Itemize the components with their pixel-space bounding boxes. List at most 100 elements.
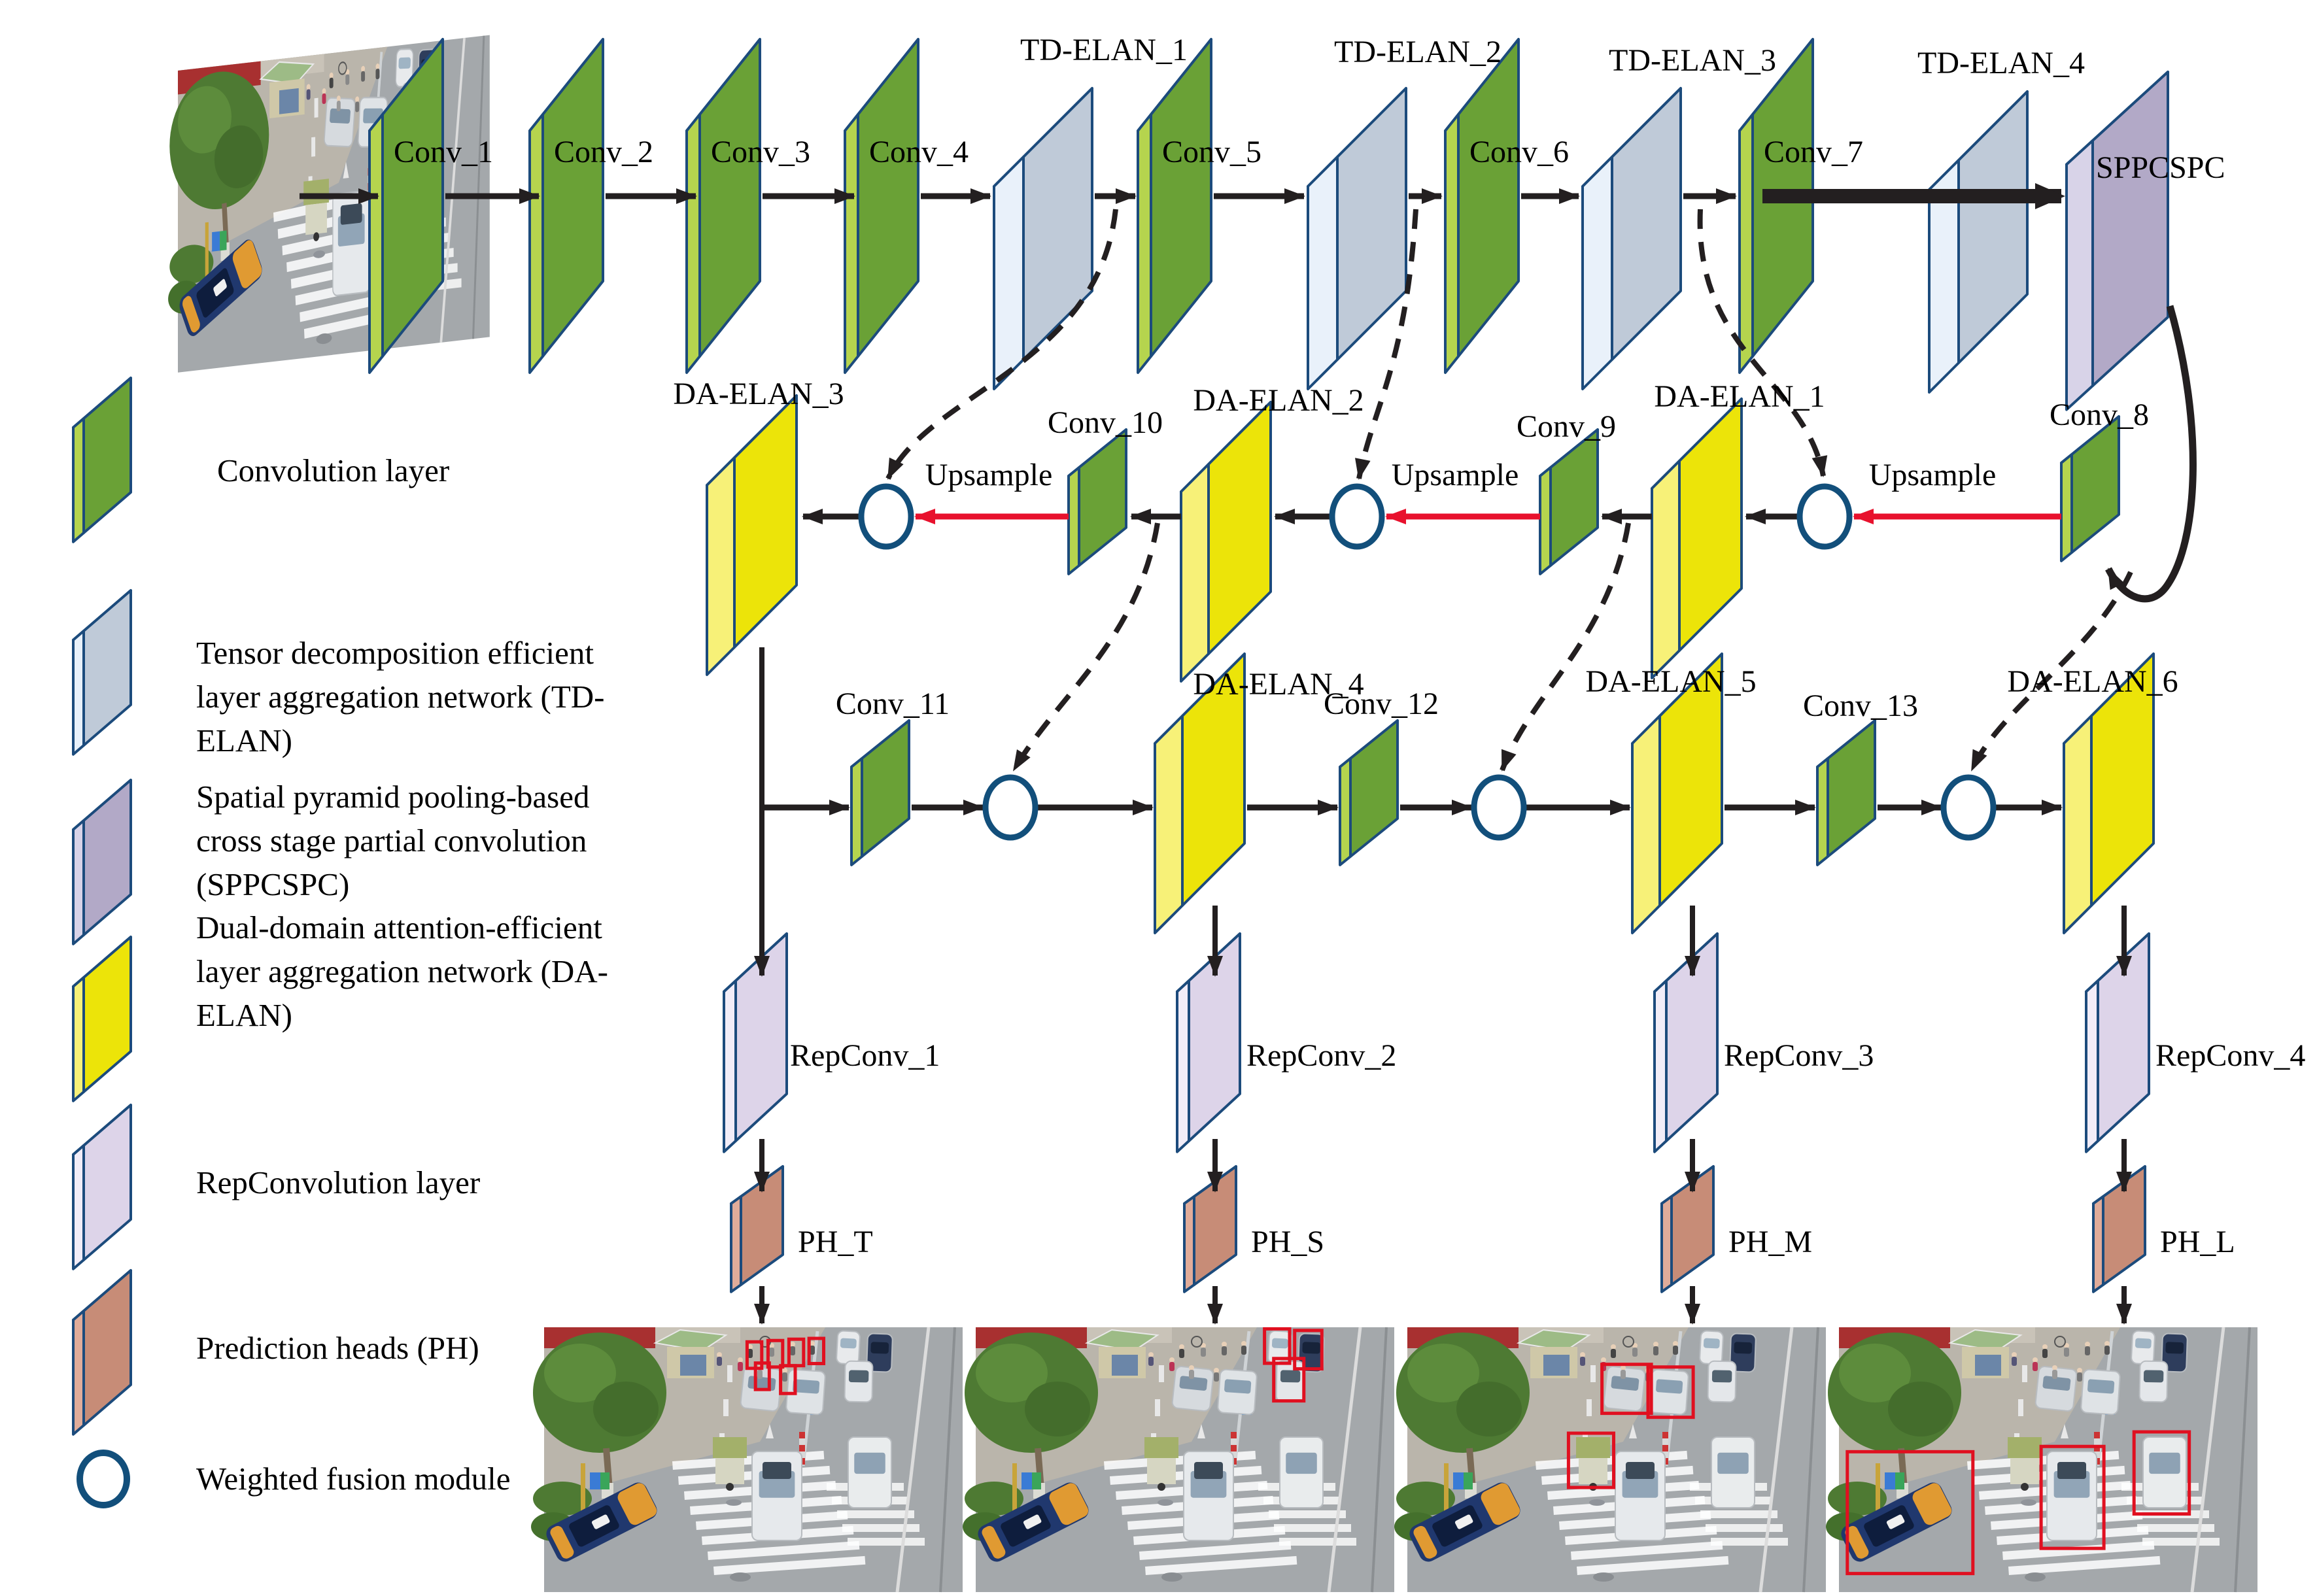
detection-box: [1646, 1365, 1695, 1419]
node-da1: [1651, 398, 1743, 679]
detection-box: [753, 1361, 771, 1391]
skip-connection-dashed: [1697, 209, 1828, 477]
node-phl: [2092, 1165, 2146, 1293]
node-label-conv13: Conv_13: [1803, 688, 1918, 723]
weighted-fusion-module-4: [982, 774, 1038, 841]
node-td1: [993, 87, 1093, 390]
node-label-phm: PH_M: [1728, 1225, 1812, 1259]
node-label-phl: PH_L: [2160, 1225, 2235, 1259]
weighted-fusion-module-5: [1471, 774, 1527, 841]
upsample-label-3: Upsample: [1869, 458, 1997, 492]
output-image-phm: [1394, 1327, 1826, 1592]
node-label-pht: PH_T: [798, 1225, 873, 1259]
node-label-conv2: Conv_2: [554, 135, 653, 169]
node-rep2: [1176, 932, 1241, 1153]
skip-connection-dashed: [1011, 522, 1160, 772]
detection-box: [1293, 1329, 1324, 1371]
node-td3: [1581, 87, 1682, 390]
node-conv6: [1444, 38, 1520, 374]
legend-swatch-da: [72, 936, 132, 1102]
legend-label-td: layer aggregation network (TD-: [196, 679, 605, 715]
legend-label-td: Tensor decomposition efficient: [196, 635, 594, 671]
upsample-label-2: Upsample: [1392, 458, 1519, 492]
weighted-fusion-module-3: [1796, 483, 1853, 550]
node-conv4: [844, 38, 919, 374]
node-conv3: [685, 38, 761, 374]
detection-box: [2039, 1444, 2106, 1550]
detection-box: [1845, 1450, 1975, 1576]
legend-label-da: layer aggregation network (DA-: [196, 953, 608, 989]
detection-box: [807, 1336, 826, 1365]
node-label-conv5: Conv_5: [1162, 135, 1261, 169]
node-conv13: [1816, 719, 1876, 866]
node-label-rep3: RepConv_3: [1724, 1038, 1874, 1073]
detection-box: [2132, 1430, 2191, 1516]
node-pht: [730, 1165, 784, 1293]
legend-label-td: ELAN): [196, 722, 292, 758]
detection-box: [766, 1338, 785, 1369]
node-label-conv10: Conv_10: [1048, 405, 1163, 440]
node-label-td3: TD-ELAN_3: [1609, 43, 1776, 78]
legend-label-da: ELAN): [196, 997, 292, 1033]
node-da4: [1154, 653, 1246, 934]
node-label-sppcspc: SPPCSPC: [2096, 150, 2225, 185]
legend-fusion-circle: [77, 1450, 130, 1508]
legend-swatch-td: [72, 589, 132, 756]
node-td4: [1928, 90, 2029, 394]
node-label-da5: DA-ELAN_5: [1585, 664, 1756, 699]
node-label-conv3: Conv_3: [711, 135, 810, 169]
node-da2: [1180, 401, 1272, 683]
node-label-conv1: Conv_1: [394, 135, 493, 169]
detection-box: [1263, 1327, 1292, 1365]
node-conv12: [1339, 719, 1399, 866]
node-td2: [1307, 87, 1407, 390]
node-label-td1: TD-ELAN_1: [1020, 33, 1188, 67]
node-label-conv4: Conv_4: [869, 135, 969, 169]
node-label-rep2: RepConv_2: [1246, 1038, 1396, 1073]
node-conv9: [1539, 428, 1599, 575]
skip-connection-dashed: [885, 209, 1118, 480]
legend-label-spp: Spatial pyramid pooling-based: [196, 779, 590, 815]
node-label-da2: DA-ELAN_2: [1193, 383, 1364, 418]
legend-label-spp: (SPPCSPC): [196, 866, 349, 902]
weighted-fusion-module-1: [858, 483, 914, 550]
legend-label-conv: Convolution layer: [217, 452, 449, 488]
node-label-conv12: Conv_12: [1324, 687, 1439, 721]
legend-swatch-conv: [72, 377, 132, 543]
node-conv8: [2060, 415, 2120, 562]
node-da5: [1631, 653, 1723, 934]
node-phm: [1660, 1165, 1715, 1293]
node-label-rep4: RepConv_4: [2155, 1038, 2305, 1073]
node-label-da6: DA-ELAN_6: [2007, 664, 2178, 699]
node-conv10: [1067, 428, 1127, 575]
legend-swatch-ph: [72, 1269, 132, 1436]
detection-box: [1600, 1363, 1653, 1416]
skip-connection-dashed: [1969, 571, 2133, 772]
legend-swatch-spp: [72, 779, 132, 945]
node-label-da3: DA-ELAN_3: [673, 377, 844, 411]
node-sppcspc: [2065, 71, 2169, 411]
skip-connection-dashed: [1500, 522, 1631, 772]
node-label-rep1: RepConv_1: [790, 1038, 940, 1073]
detection-box: [1566, 1431, 1616, 1489]
node-label-conv7: Conv_7: [1764, 135, 1863, 169]
node-rep1: [723, 932, 788, 1153]
output-image-pht: [531, 1327, 963, 1592]
node-rep3: [1653, 932, 1719, 1153]
node-conv1: [368, 38, 444, 374]
node-conv2: [528, 38, 604, 374]
detection-box: [779, 1364, 797, 1395]
detection-box: [1272, 1357, 1306, 1403]
node-label-conv11: Conv_11: [836, 687, 950, 721]
legend-swatch-rep: [72, 1104, 132, 1270]
node-label-td4: TD-ELAN_4: [1917, 46, 2085, 80]
node-da3: [706, 394, 798, 676]
node-label-da1: DA-ELAN_1: [1654, 379, 1825, 414]
legend-label-da: Dual-domain attention-efficient: [196, 909, 602, 945]
node-label-td2: TD-ELAN_2: [1334, 35, 1502, 69]
legend-label-rep: RepConvolution layer: [196, 1164, 480, 1200]
skip-connection-dashed: [1355, 209, 1418, 480]
node-conv11: [850, 719, 910, 866]
node-rep4: [2085, 932, 2150, 1153]
node-label-conv6: Conv_6: [1469, 135, 1569, 169]
